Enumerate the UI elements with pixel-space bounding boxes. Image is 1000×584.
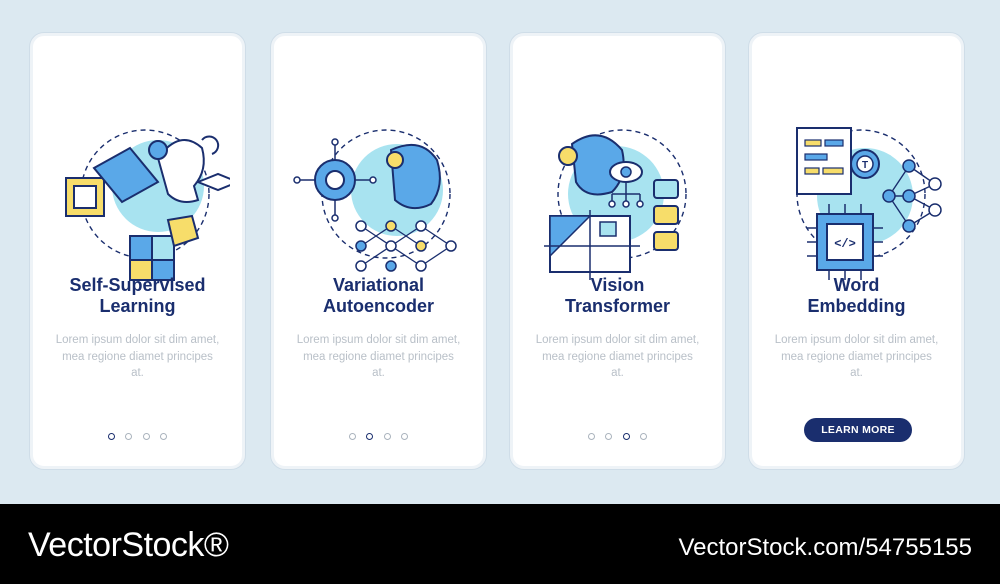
pagination-dot-4[interactable] [160,433,168,441]
card-title-line1: Variational [332,275,425,295]
onboarding-card-word-embedding: T </> Word Embedding [749,33,964,469]
self-supervised-learning-icon [65,129,230,281]
card-title-line1: Vision [590,275,645,295]
pagination-dots [513,428,722,441]
word-embedding-icon: T </> [796,127,942,280]
card-title-line2: Autoencoder [322,296,434,316]
watermark-footer: VectorStock® VectorStock.com/54755155 [0,504,1000,584]
pagination-dot-4[interactable] [401,433,409,441]
card-title: Variational Autoencoder [274,275,483,317]
card-title-line1: Self-Supervised [69,275,206,295]
stock-id: VectorStock.com/54755155 [678,534,972,561]
pagination-dots [274,428,483,441]
svg-text:</>: </> [834,237,856,251]
card-title-line2: Learning [99,296,176,316]
card-title: Word Embedding [752,275,961,317]
onboarding-card-variational-autoencoder: Variational Autoencoder Lorem ipsum dolo… [271,33,486,469]
onboarding-card-vision-transformer: Vision Transformer Lorem ipsum dolor sit… [510,33,725,469]
card-title: Self-Supervised Learning [33,275,242,317]
pagination-dot-3[interactable] [142,433,150,441]
variational-autoencoder-icon [293,129,457,272]
card-title: Vision Transformer [513,275,722,317]
pagination-dot-2[interactable] [605,433,613,441]
card-description: Lorem ipsum dolor sit dim amet, mea regi… [55,334,220,379]
pagination-dot-1[interactable] [107,433,115,441]
pagination-dot-3[interactable] [622,433,630,441]
card-title-line1: Word [833,275,880,295]
pagination-dot-2[interactable] [125,433,133,441]
onboarding-screens: Self-Supervised Learning Lorem ipsum dol… [30,33,964,469]
card-description: Lorem ipsum dolor sit dim amet, mea regi… [296,334,461,379]
pagination-dots [33,428,242,441]
vectorstock-logo: VectorStock® [28,526,229,564]
card-title-line2: Embedding [807,296,906,316]
pagination-dot-3[interactable] [383,433,391,441]
card-description: Lorem ipsum dolor sit dim amet, mea regi… [774,334,939,379]
learn-more-button[interactable]: LEARN MORE [804,418,912,442]
onboarding-card-self-supervised-learning: Self-Supervised Learning Lorem ipsum dol… [30,33,245,469]
pagination-dot-2[interactable] [366,433,374,441]
card-description: Lorem ipsum dolor sit dim amet, mea regi… [535,334,700,379]
pagination-dot-4[interactable] [640,433,648,441]
svg-text:T: T [862,160,868,171]
card-title-line2: Transformer [564,296,671,316]
pagination-dot-1[interactable] [587,433,595,441]
pagination-dot-1[interactable] [348,433,356,441]
vision-transformer-icon [544,129,687,280]
